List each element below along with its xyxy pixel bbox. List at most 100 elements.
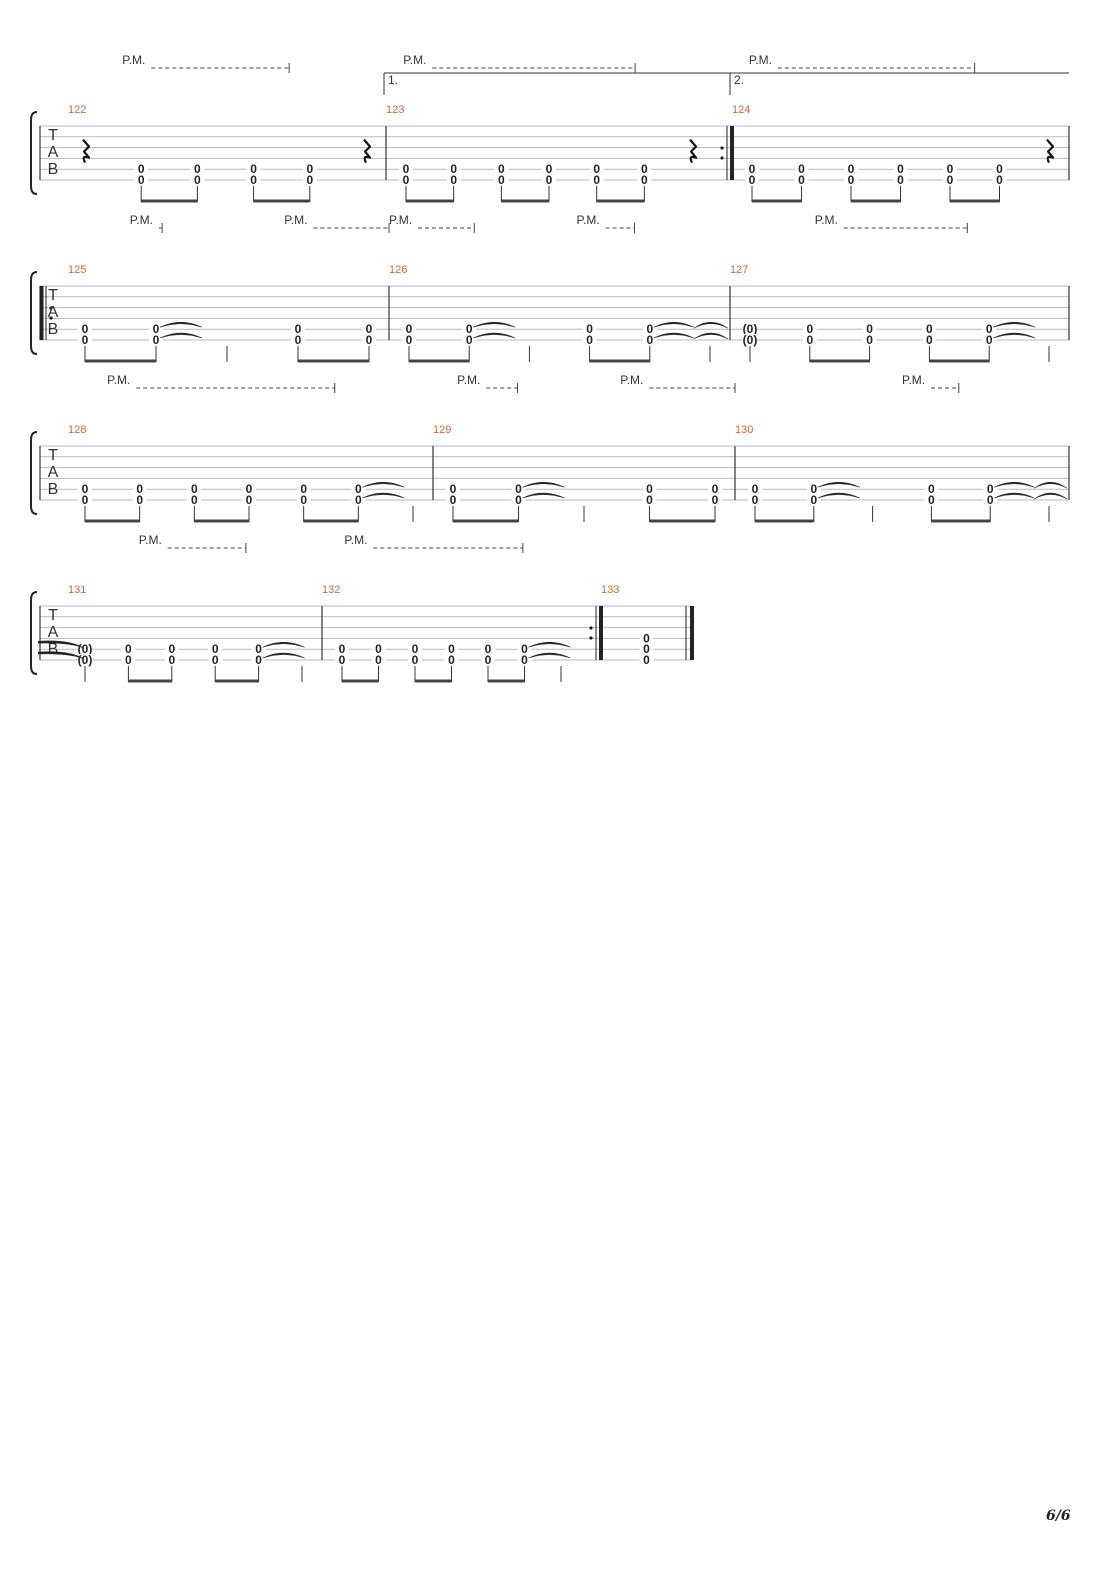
fret-number: 0: [168, 653, 175, 667]
repeat-dot: [720, 156, 724, 160]
fret-bg: [444, 643, 459, 655]
fret-bg: [208, 643, 223, 655]
palm-mute: P.M.: [130, 213, 163, 233]
fret-bg: [446, 483, 460, 495]
fret-number: 0: [450, 162, 457, 176]
fret-bg: [542, 163, 556, 175]
fret-number: 0: [643, 653, 650, 667]
tab-clef-letter: T: [48, 127, 58, 144]
beam: [415, 679, 452, 683]
palm-mute-label: P.M.: [284, 213, 307, 227]
fret-bg: [399, 174, 413, 185]
beam: [755, 519, 814, 523]
quarter-rest: [689, 138, 698, 164]
fret-number: 0: [250, 162, 257, 176]
fret-bg: [983, 483, 998, 495]
fret-number: 0: [749, 162, 756, 176]
measure-number: 127: [730, 264, 748, 276]
repeat-dot: [49, 316, 53, 320]
beam: [501, 199, 549, 203]
fret-bg: [208, 654, 223, 665]
beam: [851, 199, 901, 203]
beam: [596, 199, 645, 203]
tie-arc: [473, 321, 516, 328]
tie-arc: [362, 481, 405, 488]
fret-number: 0: [485, 653, 492, 667]
fret-number: 0: [498, 173, 505, 187]
fret-number: 0: [926, 333, 933, 347]
beam: [752, 199, 802, 203]
measure-number: 133: [601, 584, 619, 596]
fret-number: 0: [806, 333, 813, 347]
palm-mute-label: P.M.: [403, 53, 426, 67]
tie-arc: [528, 652, 571, 659]
palm-mute-label: P.M.: [457, 373, 480, 387]
tie-arc: [1034, 492, 1068, 500]
measure-number: 122: [68, 104, 86, 116]
palm-mute: P.M.: [122, 53, 290, 73]
fret-number: 0: [926, 322, 933, 336]
fret-number: 0: [300, 482, 307, 496]
fret-number: 0: [212, 653, 219, 667]
fret-number: 0: [82, 493, 89, 507]
tie-arc: [1034, 481, 1068, 489]
fret-number: 0: [546, 162, 553, 176]
fret-number: 0: [712, 482, 719, 496]
fret-number: 0: [194, 173, 201, 187]
fret-bg: [637, 163, 652, 175]
tie-arc: [994, 492, 1035, 499]
fret-number: 0: [866, 333, 873, 347]
fret-number: 0: [712, 493, 719, 507]
beam: [215, 679, 259, 683]
fret-bg: [190, 174, 205, 185]
palm-mute: P.M.: [749, 53, 976, 73]
fret-bg: [708, 494, 722, 505]
fret-bg: [351, 483, 366, 495]
tie-arc: [522, 492, 565, 499]
tie-arc: [159, 332, 203, 339]
tab-clef-letter: A: [48, 144, 59, 161]
tie-arc: [994, 481, 1035, 488]
fret-bg: [922, 323, 937, 335]
fret-number: 0: [466, 333, 473, 347]
fret-bg: [862, 323, 877, 335]
fret-bg: [743, 334, 757, 345]
fret-number: 0: [355, 493, 362, 507]
tie-arc: [37, 640, 85, 649]
fret-bg: [187, 483, 202, 495]
tab-clef-letter: B: [48, 481, 59, 498]
fret-bg: [794, 163, 809, 175]
fret-bg: [794, 174, 809, 185]
fret-bg: [121, 654, 136, 665]
fret-number: 0: [138, 162, 145, 176]
beam: [809, 359, 870, 363]
palm-mute-label: P.M.: [620, 373, 643, 387]
fret-number: 0: [339, 642, 346, 656]
fret-number: 0: [406, 322, 413, 336]
palm-mute: P.M.: [815, 213, 968, 233]
fret-number: 0: [641, 173, 648, 187]
fret-bg: [164, 654, 179, 665]
measure-number: 129: [433, 424, 451, 436]
staff-system: TAB125P.M.P.M.00000000126P.M.P.M.0000000…: [30, 213, 1070, 363]
fret-bg: [511, 483, 526, 495]
fret-bg: [149, 334, 163, 345]
fret-bg: [335, 643, 349, 655]
palm-mute-label: P.M.: [130, 213, 153, 227]
palm-mute-label: P.M.: [139, 533, 162, 547]
fret-number: 0: [355, 482, 362, 496]
fret-bg: [943, 174, 957, 185]
fret-bg: [748, 494, 762, 505]
fret-number: 0: [339, 653, 346, 667]
fret-number: 0: [546, 173, 553, 187]
system-brace: [30, 431, 38, 515]
fret-number: 0: [295, 322, 302, 336]
tie-arc: [37, 651, 85, 660]
palm-mute-label: P.M.: [122, 53, 145, 67]
fret-number: 0: [448, 642, 455, 656]
tab-clef-letter: T: [48, 447, 58, 464]
